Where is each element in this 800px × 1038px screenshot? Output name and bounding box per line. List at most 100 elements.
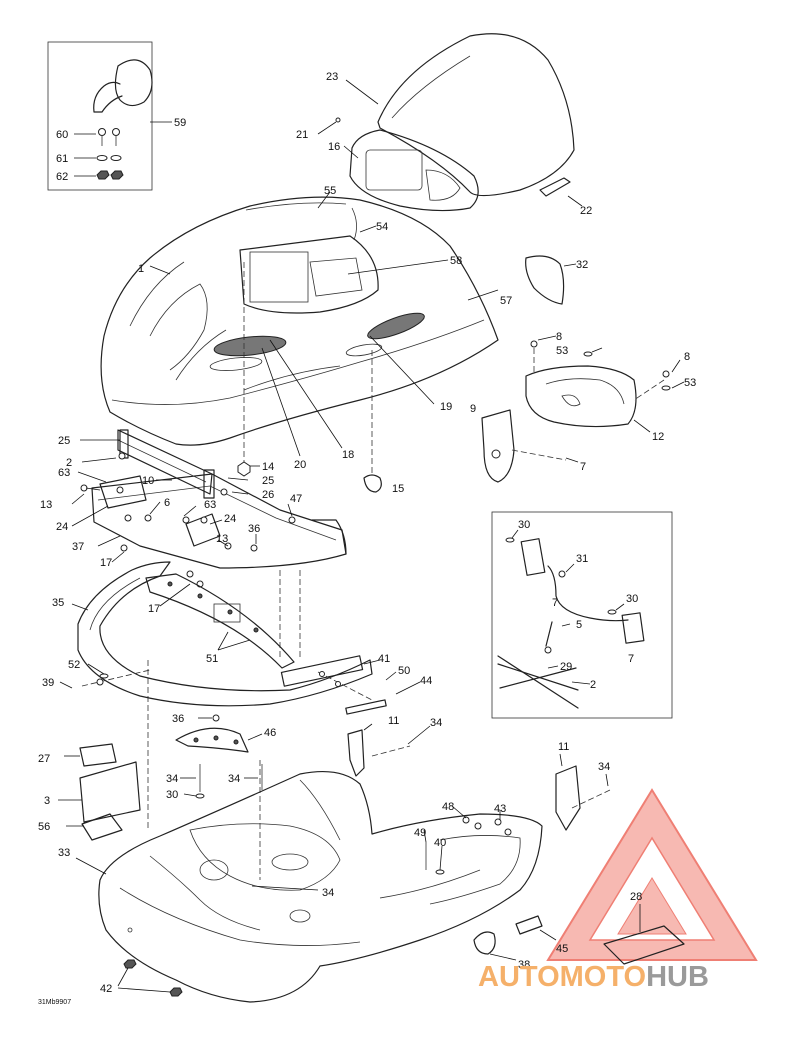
callout-34: 34 xyxy=(430,717,442,729)
callout-25: 25 xyxy=(262,475,274,487)
callout-63: 63 xyxy=(204,499,216,511)
callout-48: 48 xyxy=(442,801,454,813)
callout-37: 37 xyxy=(72,541,84,553)
callout-2: 2 xyxy=(590,679,596,691)
watermark-text-part1: AUTOMOTO xyxy=(478,961,646,993)
callout-44: 44 xyxy=(420,675,432,687)
front-bracket-assembly xyxy=(91,429,347,569)
watermark-text: AUTOMOTOHUB xyxy=(478,961,709,993)
callout-29: 29 xyxy=(560,661,572,673)
belly-pan xyxy=(98,770,543,1003)
callout-labels: 1 2 2 3 5 6 7 7 7 8 8 9 10 11 11 12 13 1… xyxy=(38,71,696,995)
bracket-11-right xyxy=(555,765,581,831)
hood-vent-right xyxy=(367,312,425,340)
callout-40: 40 xyxy=(434,837,446,849)
windshield xyxy=(377,33,575,197)
pad-3 xyxy=(79,761,141,823)
callout-46: 46 xyxy=(264,727,276,739)
callout-58: 58 xyxy=(450,255,462,267)
callout-53: 53 xyxy=(556,345,568,357)
callout-5: 5 xyxy=(576,619,582,631)
callout-19: 19 xyxy=(440,401,452,413)
callout-11: 11 xyxy=(558,741,569,753)
gauge-console xyxy=(349,129,479,212)
side-panel-32 xyxy=(525,255,565,305)
callout-27: 27 xyxy=(38,753,50,765)
callout-7: 7 xyxy=(580,461,586,473)
panel-28 xyxy=(603,925,685,965)
callout-39: 39 xyxy=(42,677,54,689)
callout-17: 17 xyxy=(100,557,112,569)
callout-51: 51 xyxy=(206,653,218,665)
callout-31: 31 xyxy=(576,553,588,565)
callout-22: 22 xyxy=(580,205,592,217)
bumper xyxy=(77,561,373,707)
callout-54: 54 xyxy=(376,221,388,233)
callout-30: 30 xyxy=(166,789,178,801)
grommet-38 xyxy=(473,931,496,955)
callout-20: 20 xyxy=(294,459,306,471)
callout-59: 59 xyxy=(174,117,186,129)
callout-24: 24 xyxy=(224,513,236,525)
mirror-housing xyxy=(114,59,153,107)
callout-12: 12 xyxy=(652,431,664,443)
callout-2: 2 xyxy=(66,457,72,469)
callout-23: 23 xyxy=(326,71,338,83)
callout-49: 49 xyxy=(414,827,426,839)
callout-13: 13 xyxy=(216,533,228,545)
hood xyxy=(100,196,499,446)
callout-60: 60 xyxy=(56,129,68,141)
callout-15: 15 xyxy=(392,483,404,495)
brace-51 xyxy=(145,573,295,669)
callout-62: 62 xyxy=(56,171,68,183)
callout-36: 36 xyxy=(248,523,260,535)
callout-33: 33 xyxy=(58,847,70,859)
callout-8: 8 xyxy=(684,351,690,363)
callout-63: 63 xyxy=(58,467,70,479)
callout-8: 8 xyxy=(556,331,562,343)
callout-28: 28 xyxy=(630,891,642,903)
callout-26: 26 xyxy=(262,489,274,501)
callout-14: 14 xyxy=(262,461,274,473)
callout-6: 6 xyxy=(164,497,170,509)
callout-42: 42 xyxy=(100,983,112,995)
callout-1: 1 xyxy=(138,263,144,275)
watermark-text-part2: HUB xyxy=(646,961,709,993)
trim-piece-22 xyxy=(539,177,571,197)
callout-7: 7 xyxy=(552,597,558,609)
callout-10: 10 xyxy=(142,475,154,487)
callout-45: 45 xyxy=(556,943,568,955)
callout-24: 24 xyxy=(56,521,68,533)
callout-30: 30 xyxy=(626,593,638,605)
callout-52: 52 xyxy=(68,659,80,671)
callout-61: 61 xyxy=(56,153,68,165)
bracket-11-center xyxy=(347,729,365,777)
lower-bracket-46 xyxy=(175,727,249,753)
callout-17: 17 xyxy=(148,603,160,615)
bracket-9 xyxy=(481,409,515,483)
pad-56 xyxy=(81,813,123,841)
callout-7: 7 xyxy=(628,653,634,665)
callout-18: 18 xyxy=(342,449,354,461)
callout-35: 35 xyxy=(52,597,64,609)
callout-32: 32 xyxy=(576,259,588,271)
callout-38: 38 xyxy=(518,959,530,971)
callout-53: 53 xyxy=(684,377,696,389)
callout-34: 34 xyxy=(166,773,178,785)
callout-55: 55 xyxy=(324,185,336,197)
inset-mirror xyxy=(47,41,172,191)
callout-9: 9 xyxy=(470,403,476,415)
callout-16: 16 xyxy=(328,141,340,153)
reflector-45 xyxy=(515,915,543,935)
pad-27 xyxy=(79,743,117,767)
hood-vent-left xyxy=(213,335,287,357)
callout-30: 30 xyxy=(518,519,530,531)
callout-34: 34 xyxy=(228,773,240,785)
callout-34: 34 xyxy=(598,761,610,773)
callout-25: 25 xyxy=(58,435,70,447)
callout-41: 41 xyxy=(378,653,390,665)
callout-43: 43 xyxy=(494,803,506,815)
diagram-code: 31Mb9907 xyxy=(38,999,71,1006)
air-intake-housing xyxy=(525,365,637,428)
callout-56: 56 xyxy=(38,821,50,833)
